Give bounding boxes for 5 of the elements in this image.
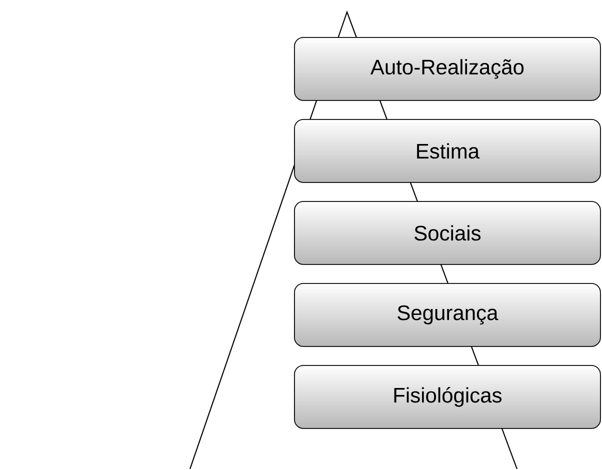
level-box: Estima: [294, 119, 601, 183]
level-box: Auto-Realização: [294, 37, 601, 101]
level-box: Sociais: [294, 201, 601, 265]
level-box: Segurança: [294, 283, 601, 347]
level-box: Fisiológicas: [294, 365, 601, 429]
